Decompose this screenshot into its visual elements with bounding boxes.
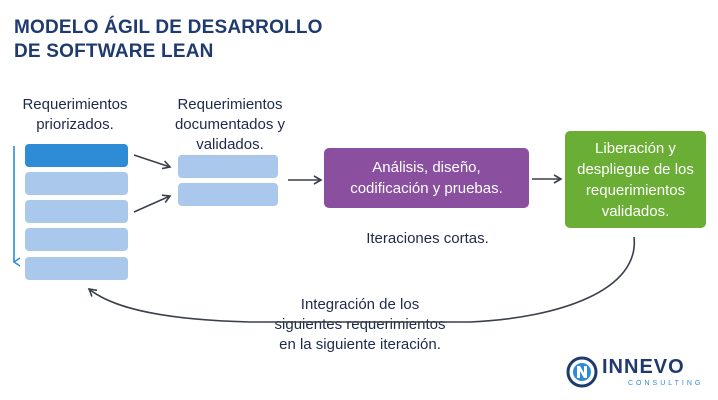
logo-subtitle: CONSULTING xyxy=(628,380,704,387)
prioritized-requirements-label: Requerimientos priorizados. xyxy=(22,96,128,133)
innevo-logo-icon xyxy=(566,356,598,388)
analysis-design-box: Análisis, diseño, codificación y pruebas… xyxy=(324,148,529,208)
logo-name: INNEVO xyxy=(602,356,685,378)
next-iteration-note: Integración de los siguientes requerimie… xyxy=(274,296,446,353)
loop-back-arrow xyxy=(87,236,635,323)
short-iterations-note: Iteraciones cortas. xyxy=(366,230,489,247)
documented-bar xyxy=(178,155,278,178)
documented-requirements-label: Requerimientos documentados y validados. xyxy=(174,96,286,153)
title-line-1: MODELO ÁGIL DE DESARROLLO xyxy=(14,17,323,38)
requirement-bar xyxy=(25,172,128,195)
release-deployment-box: Liberación y despliegue de los requerimi… xyxy=(565,131,706,228)
requirement-bar xyxy=(25,228,128,251)
page-title: MODELO ÁGIL DE DESARROLLO DE SOFTWARE LE… xyxy=(14,16,323,64)
flow-arrow-2 xyxy=(133,194,172,213)
documented-bar xyxy=(178,183,278,206)
innevo-logo: INNEVO CONSULTING xyxy=(566,354,712,394)
requirement-bar-top xyxy=(25,144,128,167)
title-line-2: DE SOFTWARE LEAN xyxy=(14,41,214,62)
flow-arrow-1 xyxy=(133,154,172,170)
requirement-bar xyxy=(25,200,128,223)
requirement-bar xyxy=(25,257,128,280)
